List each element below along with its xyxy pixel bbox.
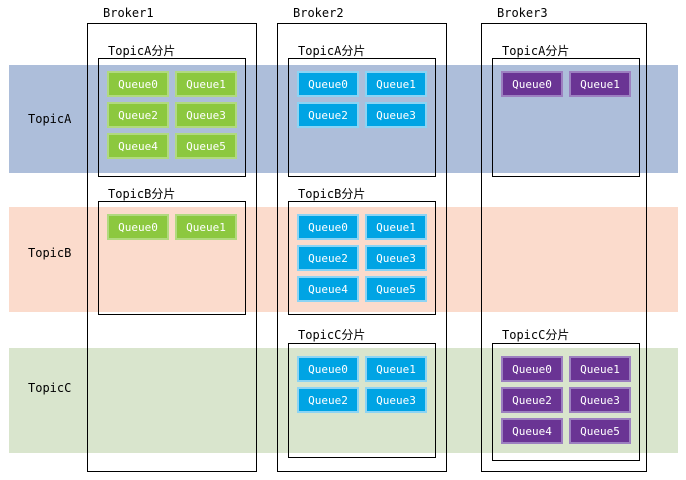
broker-box-broker2 (277, 23, 447, 472)
queue-box: Queue4 (107, 133, 169, 159)
queue-box: Queue1 (569, 356, 631, 382)
broker-name-label: Broker1 (103, 6, 154, 20)
queue-box: Queue2 (297, 102, 359, 128)
queue-box: Queue0 (107, 71, 169, 97)
broker-name-label: Broker3 (497, 6, 548, 20)
queue-box: Queue3 (365, 102, 427, 128)
queue-box: Queue3 (365, 245, 427, 271)
queue-box: Queue4 (297, 276, 359, 302)
queue-box: Queue5 (569, 418, 631, 444)
topic-shard-label: TopicB分片 (298, 187, 366, 201)
queue-box: Queue3 (365, 387, 427, 413)
queue-box: Queue1 (175, 214, 237, 240)
broker-name-label: Broker2 (293, 6, 344, 20)
queue-box: Queue1 (175, 71, 237, 97)
queue-box: Queue1 (365, 356, 427, 382)
topic-band-label-topicc: TopicC (28, 381, 72, 395)
queue-box: Queue5 (365, 276, 427, 302)
queue-box: Queue0 (297, 71, 359, 97)
queue-box: Queue0 (107, 214, 169, 240)
topic-shard-label: TopicA分片 (502, 44, 570, 58)
queue-box: Queue2 (501, 387, 563, 413)
queue-box: Queue4 (501, 418, 563, 444)
queue-box: Queue3 (569, 387, 631, 413)
topic-band-label-topicb: TopicB (28, 246, 72, 260)
queue-box: Queue5 (175, 133, 237, 159)
queue-box: Queue0 (501, 71, 563, 97)
topic-shard-label: TopicA分片 (298, 44, 366, 58)
queue-box: Queue0 (297, 214, 359, 240)
broker-box-broker1 (87, 23, 257, 472)
queue-box: Queue1 (569, 71, 631, 97)
broker-box-broker3 (481, 23, 647, 472)
queue-box: Queue3 (175, 102, 237, 128)
topic-shard-label: TopicC分片 (298, 328, 366, 342)
topic-shard-label: TopicB分片 (108, 187, 176, 201)
queue-box: Queue1 (365, 71, 427, 97)
queue-box: Queue0 (297, 356, 359, 382)
topic-band-label-topica: TopicA (28, 112, 72, 126)
topic-shard-label: TopicA分片 (108, 44, 176, 58)
queue-box: Queue2 (107, 102, 169, 128)
queue-box: Queue1 (365, 214, 427, 240)
queue-box: Queue2 (297, 387, 359, 413)
queue-box: Queue2 (297, 245, 359, 271)
queue-box: Queue0 (501, 356, 563, 382)
topic-shard-label: TopicC分片 (502, 328, 570, 342)
